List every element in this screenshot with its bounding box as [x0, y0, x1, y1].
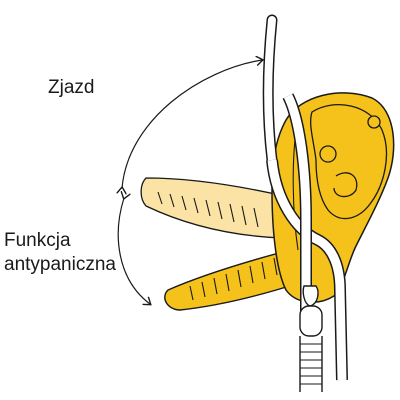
- anti-panic-label-line2: antypaniczna: [4, 254, 116, 275]
- handle-descent-position: [140, 177, 285, 239]
- descent-arrow-icon: [122, 60, 262, 188]
- anti-panic-label: Funkcja antypaniczna: [4, 229, 116, 277]
- descent-label: Zjazd: [48, 77, 95, 98]
- carabiner-icon: [299, 285, 323, 392]
- anti-panic-label-line1: Funkcja: [4, 230, 71, 251]
- handle-anti-panic-position: [164, 249, 297, 311]
- anti-panic-arrow-icon: [117, 198, 150, 304]
